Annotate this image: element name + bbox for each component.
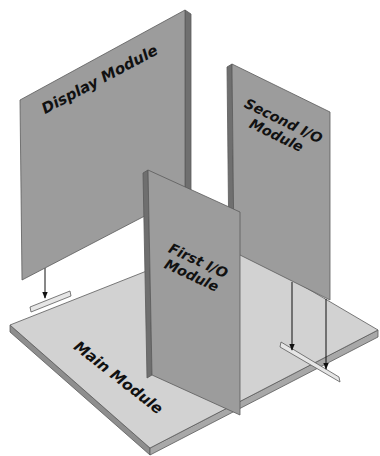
second-io-module-panel: Second I/O Module — [227, 64, 330, 300]
module-outline — [227, 64, 330, 300]
module-face — [30, 291, 71, 312]
module-face — [280, 342, 340, 382]
module-face — [10, 240, 378, 448]
plug-arrow — [45, 268, 46, 298]
module-face — [148, 170, 240, 415]
module-outline — [143, 170, 240, 415]
module-face — [185, 10, 191, 198]
first-io-module-panel: First I/O Module — [143, 170, 240, 415]
